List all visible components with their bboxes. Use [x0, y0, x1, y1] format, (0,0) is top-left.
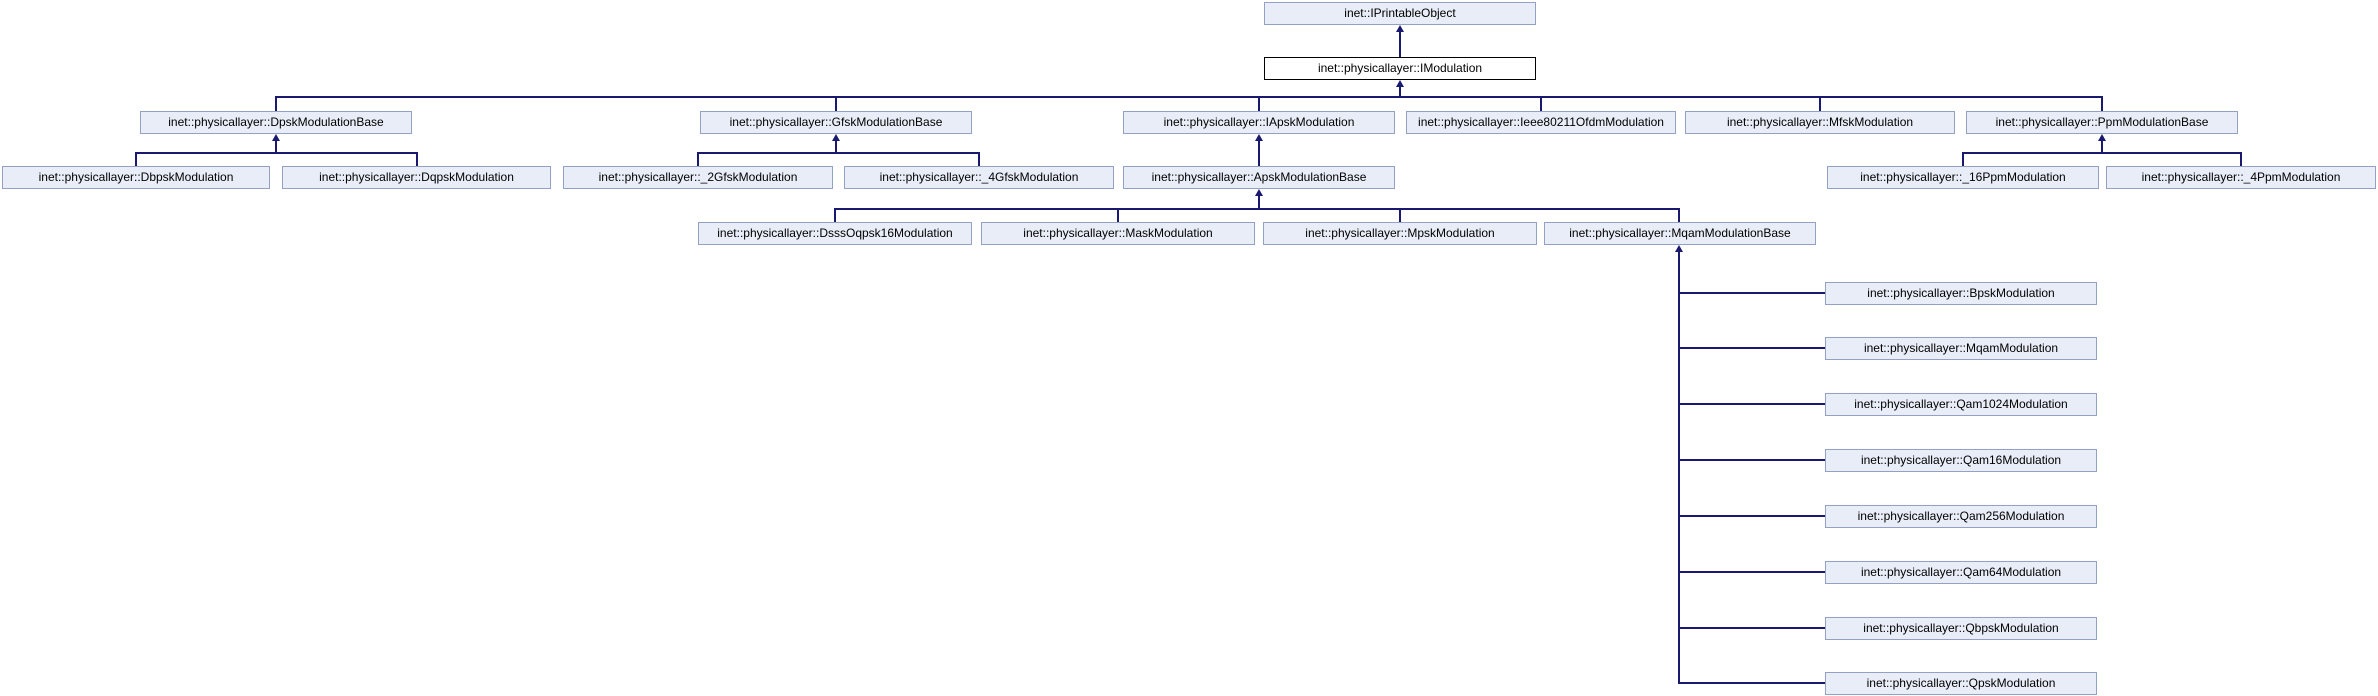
- edge-stub-2gfskmodulation: [697, 152, 699, 166]
- class-node-dqpskmodulation[interactable]: inet::physicallayer::DqpskModulation: [282, 166, 551, 189]
- edge-stub-mqammodulationbase: [1678, 208, 1680, 222]
- class-node-bpskmodulation[interactable]: inet::physicallayer::BpskModulation: [1825, 282, 2097, 305]
- class-node-qpskmodulation[interactable]: inet::physicallayer::QpskModulation: [1825, 672, 2097, 695]
- edge-trunk-mqam-children: [1678, 251, 1680, 684]
- edge-branch-qam16modulation: [1678, 459, 1825, 461]
- class-node-imodulation-current: inet::physicallayer::IModulation: [1264, 57, 1536, 80]
- class-node-4ppmmodulation[interactable]: inet::physicallayer::_4PpmModulation: [2106, 166, 2376, 189]
- edge-stub-4gfskmodulation: [978, 152, 980, 166]
- arrowhead-to-ppmmodulationbase: [2098, 134, 2106, 141]
- edge-stub-dqpskmodulation: [416, 152, 418, 166]
- edge-bus-gfsk-children: [697, 152, 980, 154]
- class-node-mqammodulation[interactable]: inet::physicallayer::MqamModulation: [1825, 337, 2097, 360]
- arrowhead-to-imodulation: [1396, 80, 1404, 87]
- edge-branch-qam1024modulation: [1678, 403, 1825, 405]
- edge-bus-dpsk-children: [135, 152, 418, 154]
- class-node-ppmmodulationbase[interactable]: inet::physicallayer::PpmModulationBase: [1966, 111, 2238, 134]
- class-node-dbpskmodulation[interactable]: inet::physicallayer::DbpskModulation: [2, 166, 270, 189]
- edge-stub-mpskmodulation: [1399, 208, 1401, 222]
- class-node-16ppmmodulation[interactable]: inet::physicallayer::_16PpmModulation: [1827, 166, 2099, 189]
- edge-branch-qbpskmodulation: [1678, 627, 1825, 629]
- class-node-dpskmodulationbase[interactable]: inet::physicallayer::DpskModulationBase: [140, 111, 412, 134]
- class-node-mpskmodulation[interactable]: inet::physicallayer::MpskModulation: [1263, 222, 1537, 245]
- edge-stub-maskmodulation: [1117, 208, 1119, 222]
- arrowhead-to-dpskmodulationbase: [272, 134, 280, 141]
- class-node-mfskmodulation[interactable]: inet::physicallayer::MfskModulation: [1685, 111, 1955, 134]
- edge-bus-imodulation-children: [275, 96, 2103, 98]
- edge-branch-qam64modulation: [1678, 571, 1825, 573]
- edge-branch-mqammodulation: [1678, 347, 1825, 349]
- class-node-qbpskmodulation[interactable]: inet::physicallayer::QbpskModulation: [1825, 617, 2097, 640]
- edge-stem-imodulation: [1399, 86, 1401, 96]
- class-node-dsssoqpsk16modulation[interactable]: inet::physicallayer::DsssOqpsk16Modulati…: [698, 222, 972, 245]
- edge-stem-dpsk-children: [275, 140, 277, 152]
- arrowhead-to-gfskmodulationbase: [832, 134, 840, 141]
- class-node-ieee80211ofdmmodulation[interactable]: inet::physicallayer::Ieee80211OfdmModula…: [1406, 111, 1676, 134]
- edge-stub-iapskmodulation: [1258, 96, 1260, 111]
- edge-stem-ppm-children: [2101, 140, 2103, 152]
- class-node-qam1024modulation[interactable]: inet::physicallayer::Qam1024Modulation: [1825, 393, 2097, 416]
- class-node-mqammodulationbase[interactable]: inet::physicallayer::MqamModulationBase: [1544, 222, 1816, 245]
- edge-stub-dbpskmodulation: [135, 152, 137, 166]
- class-node-qam16modulation[interactable]: inet::physicallayer::Qam16Modulation: [1825, 449, 2097, 472]
- class-node-iprintableobject[interactable]: inet::IPrintableObject: [1264, 2, 1536, 25]
- class-node-4gfskmodulation[interactable]: inet::physicallayer::_4GfskModulation: [844, 166, 1114, 189]
- edge-bus-apsk-children: [834, 208, 1680, 210]
- edge-stub-dpskmodulationbase: [275, 96, 277, 111]
- edge-stub-ieee80211ofdmmodulation: [1540, 96, 1542, 111]
- class-node-maskmodulation[interactable]: inet::physicallayer::MaskModulation: [981, 222, 1255, 245]
- arrowhead-to-iprintableobject: [1396, 25, 1404, 32]
- edge-stub-4ppmmodulation: [2240, 152, 2242, 166]
- arrowhead-to-mqammodulationbase: [1675, 245, 1683, 252]
- edge-stem-apsk-children: [1258, 195, 1260, 208]
- edge-branch-qpskmodulation: [1678, 682, 1825, 684]
- arrowhead-to-iapskmodulation: [1255, 134, 1263, 141]
- edge-stub-gfskmodulationbase: [835, 96, 837, 111]
- edge-stub-mfskmodulation: [1819, 96, 1821, 111]
- edge-stub-dsssoqpsk16modulation: [834, 208, 836, 222]
- class-node-apskmodulationbase[interactable]: inet::physicallayer::ApskModulationBase: [1123, 166, 1395, 189]
- edge-apskbase-iapsk: [1258, 140, 1260, 166]
- edge-branch-qam256modulation: [1678, 515, 1825, 517]
- class-node-gfskmodulationbase[interactable]: inet::physicallayer::GfskModulationBase: [700, 111, 972, 134]
- edge-stem-gfsk-children: [835, 140, 837, 152]
- arrowhead-to-apskmodulationbase: [1255, 189, 1263, 196]
- class-node-qam64modulation[interactable]: inet::physicallayer::Qam64Modulation: [1825, 561, 2097, 584]
- edge-branch-bpskmodulation: [1678, 292, 1825, 294]
- class-node-iapskmodulation[interactable]: inet::physicallayer::IApskModulation: [1123, 111, 1395, 134]
- class-node-qam256modulation[interactable]: inet::physicallayer::Qam256Modulation: [1825, 505, 2097, 528]
- edge-stub-ppmmodulationbase: [2101, 96, 2103, 111]
- edge-stub-16ppmmodulation: [1962, 152, 1964, 166]
- class-node-2gfskmodulation[interactable]: inet::physicallayer::_2GfskModulation: [563, 166, 833, 189]
- edge-bus-ppm-children: [1962, 152, 2242, 154]
- edge-imodulation-iprintableobject: [1399, 31, 1401, 57]
